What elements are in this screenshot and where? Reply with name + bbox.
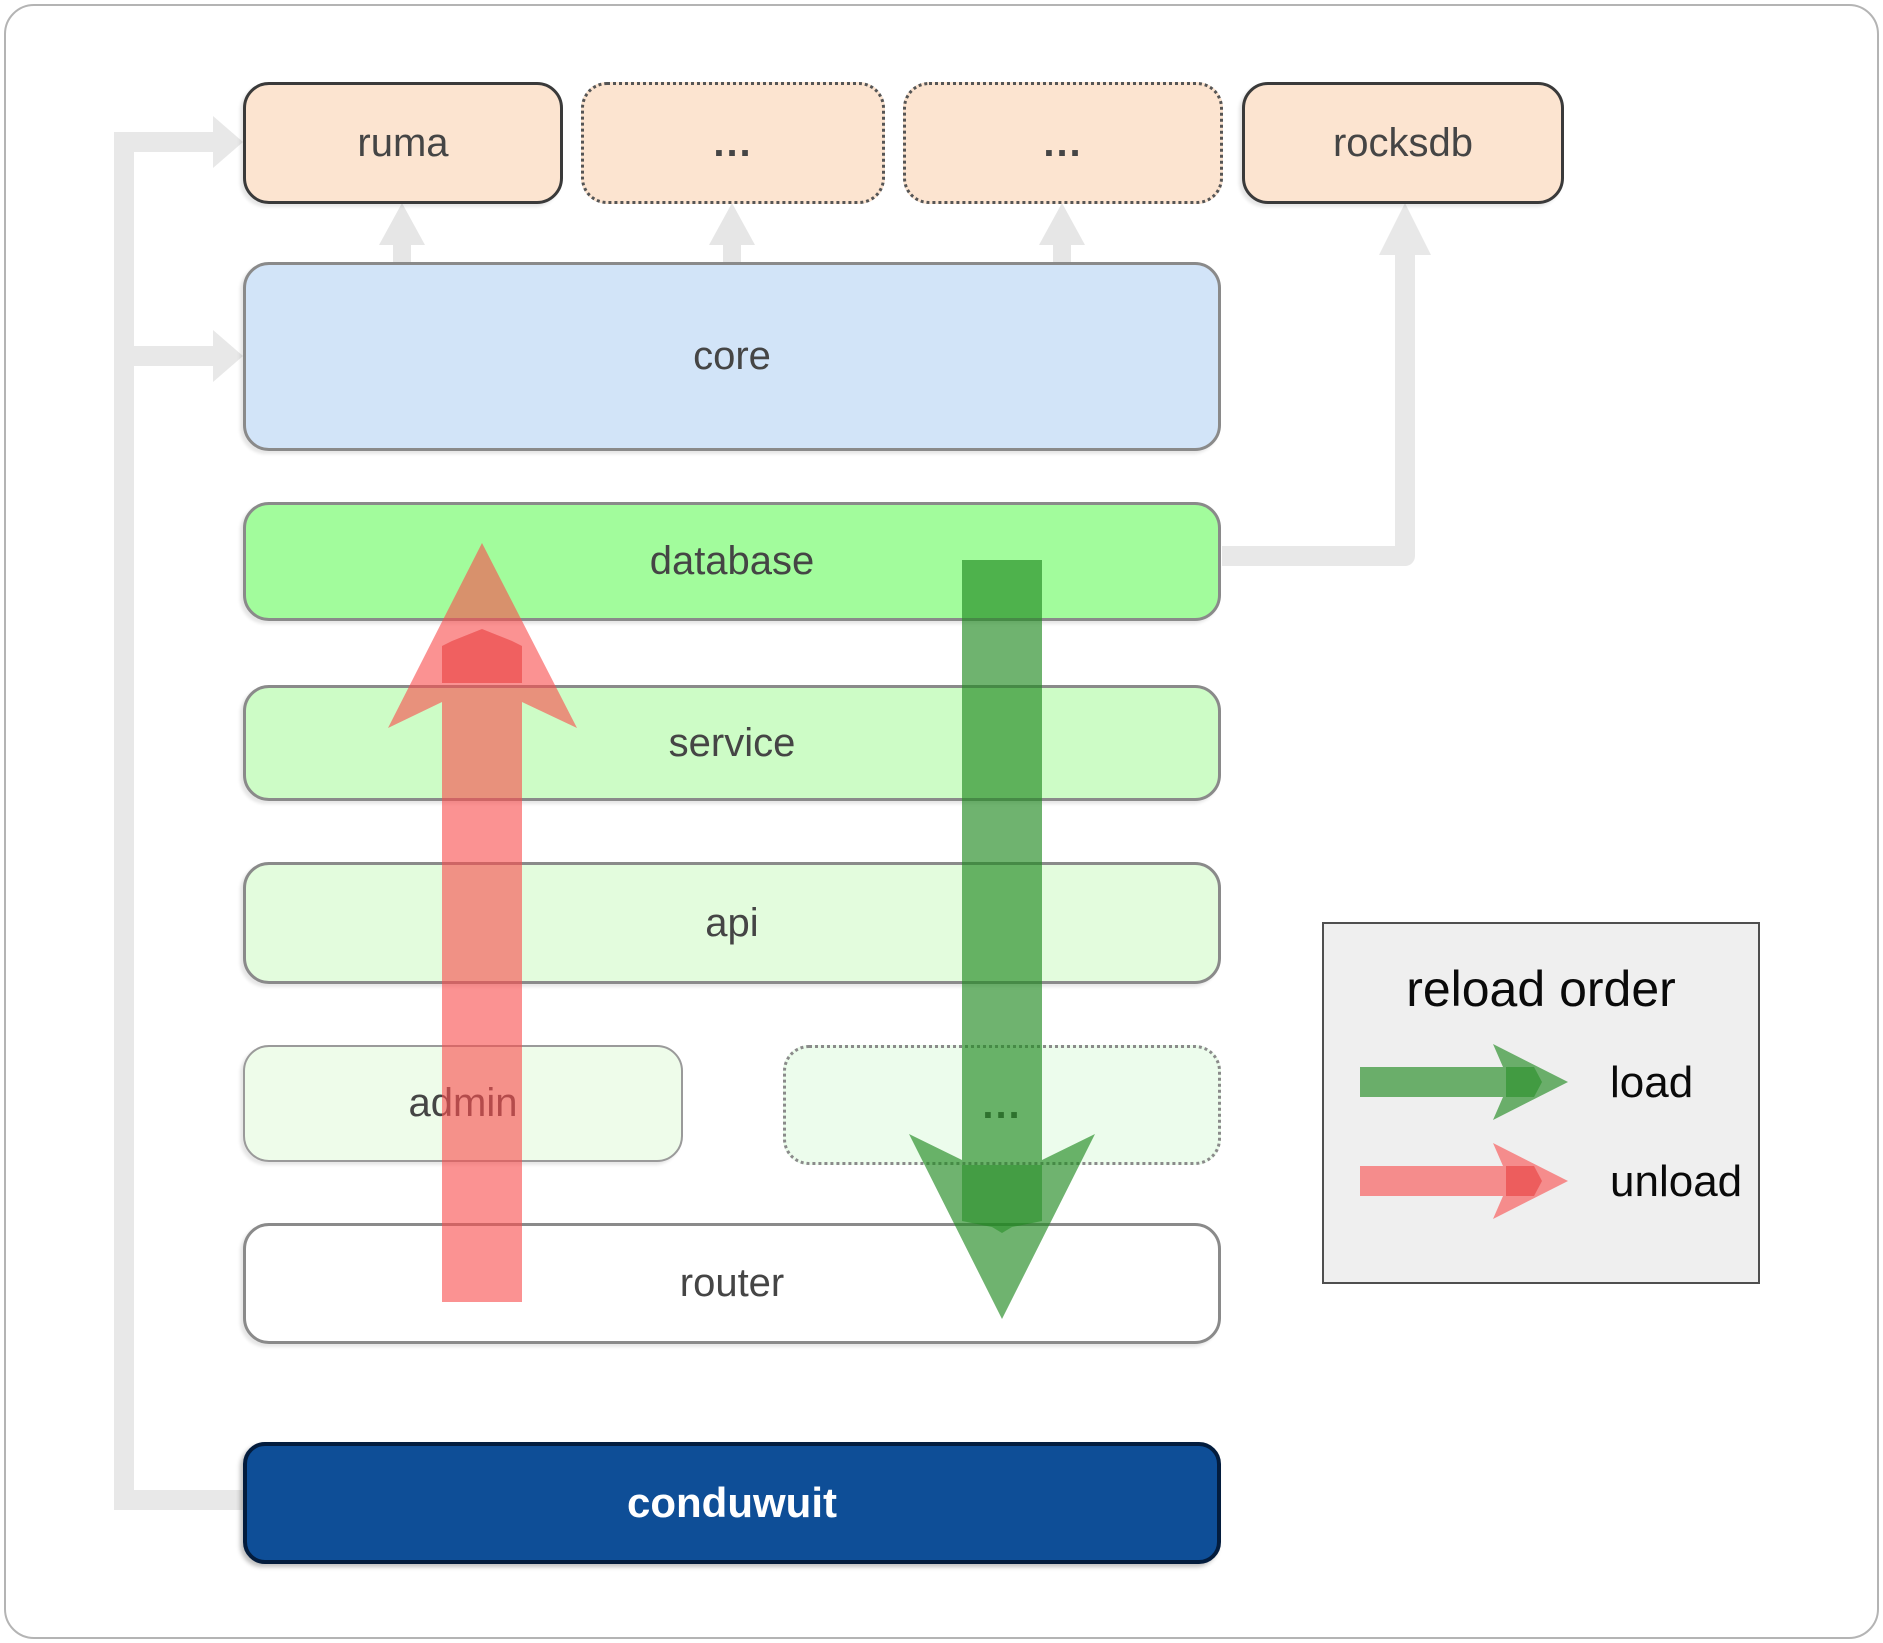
- core-dependency-arrows: [379, 203, 1085, 263]
- box-database: database: [243, 502, 1221, 621]
- conduwuit-to-core-line: [114, 346, 214, 366]
- box-service: service: [243, 685, 1221, 801]
- box-database-label: database: [649, 539, 815, 583]
- box-ruma: ruma: [243, 82, 563, 204]
- database-to-rocksdb-arrowhead-icon: [1379, 203, 1431, 255]
- conduwuit-dependency-connector: [114, 116, 246, 1510]
- box-api-label: api: [705, 900, 759, 945]
- left-spine-line: [114, 132, 134, 1510]
- core-to-ellipsis-right-arrowhead-icon: [1039, 203, 1085, 245]
- conduwuit-to-core-arrowhead-icon: [213, 330, 243, 382]
- core-to-ellipsis-left-arrowhead-icon: [709, 203, 755, 245]
- box-rocksdb: rocksdb: [1242, 82, 1564, 204]
- box-core: core: [243, 262, 1221, 451]
- box-ellipsis-top-right-label: ...: [1043, 120, 1083, 165]
- box-ellipsis-mid: ...: [783, 1045, 1221, 1165]
- diagram-outer-frame: [4, 4, 1879, 1639]
- legend-unload-label: unload: [1610, 1157, 1743, 1206]
- database-to-rocksdb-connector: [1222, 203, 1431, 566]
- core-to-ruma-stub: [393, 243, 411, 263]
- box-router-label: router: [679, 1261, 785, 1305]
- conduwuit-left-line: [114, 1490, 246, 1510]
- box-rocksdb-label: rocksdb: [1332, 120, 1474, 165]
- conduwuit-to-ruma-line: [114, 132, 214, 152]
- box-ellipsis-top-right: ...: [903, 82, 1223, 204]
- box-router: router: [243, 1223, 1221, 1344]
- legend-panel: reload order load unload: [1322, 922, 1760, 1284]
- box-conduwuit-label: conduwuit: [627, 1479, 837, 1526]
- legend-load-label: load: [1610, 1058, 1694, 1107]
- database-to-rocksdb-line: [1222, 250, 1415, 566]
- box-core-label: core: [693, 334, 771, 378]
- box-ellipsis-mid-label: ...: [982, 1082, 1022, 1127]
- box-admin-label: admin: [408, 1081, 518, 1125]
- box-ellipsis-top-left-label: ...: [713, 120, 753, 165]
- legend-title: reload order: [1406, 961, 1676, 1017]
- box-service-label: service: [668, 720, 796, 765]
- box-admin: admin: [243, 1045, 683, 1162]
- conduwuit-to-ruma-arrowhead-icon: [213, 116, 243, 168]
- box-api: api: [243, 862, 1221, 984]
- core-to-ruma-arrowhead-icon: [379, 203, 425, 245]
- box-conduwuit: conduwuit: [243, 1442, 1221, 1564]
- box-ruma-label: ruma: [357, 120, 449, 165]
- box-ellipsis-top-left: ...: [581, 82, 885, 204]
- core-to-ellipsis-left-stub: [723, 243, 741, 263]
- core-to-ellipsis-right-stub: [1053, 243, 1071, 263]
